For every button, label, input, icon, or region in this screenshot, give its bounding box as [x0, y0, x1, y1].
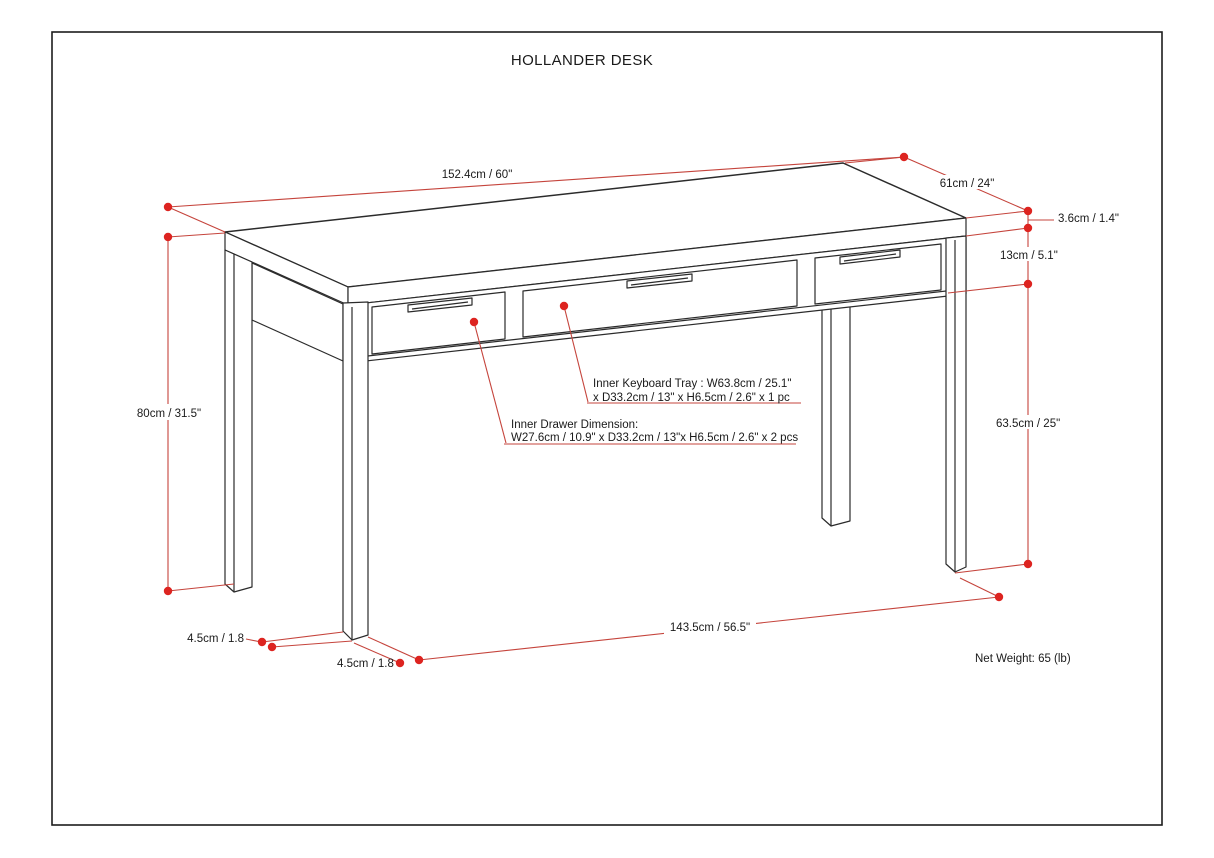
label-overall-height: 80cm / 31.5"	[137, 408, 201, 420]
label-leg-thickness-front: 4.5cm / 1.8	[337, 658, 394, 670]
dimension-dot	[163, 232, 173, 242]
dimension-dot	[1023, 279, 1033, 289]
net-weight-label: Net Weight: 65 (lb)	[975, 653, 1071, 665]
desk-drawing	[224, 162, 967, 641]
dimension-dot	[559, 301, 569, 311]
dimension-dot	[899, 152, 909, 162]
desk-center-drawer	[522, 259, 798, 338]
desk-left-drawer	[371, 291, 506, 355]
annotation-drawer-line1: Inner Drawer Dimension:	[511, 419, 638, 431]
label-apron-height: 13cm / 5.1"	[1000, 250, 1058, 262]
label-leg-thickness-side: 4.5cm / 1.8	[187, 633, 244, 645]
label-top-depth: 61cm / 24"	[940, 178, 995, 190]
dimension-line-top-thickness	[965, 211, 1054, 237]
annotation-keyboard-tray-line2: x D33.2cm / 13" x H6.5cm / 2.6" x 1 pc	[593, 392, 790, 404]
label-leg-span: 143.5cm / 56.5"	[670, 622, 750, 634]
label-top-thickness: 3.6cm / 1.4"	[1058, 213, 1119, 225]
dimension-dot	[267, 642, 277, 652]
label-backgrounds	[133, 165, 1063, 634]
dimension-dot	[163, 202, 173, 212]
label-top-length: 152.4cm / 60"	[442, 169, 513, 181]
dimension-dot	[994, 592, 1004, 602]
dimension-dot	[395, 658, 405, 668]
dimension-dot	[1023, 223, 1033, 233]
dimension-dot	[163, 586, 173, 596]
desk-front-right-leg	[945, 235, 967, 573]
page-border	[51, 31, 1163, 826]
dimension-dot	[1023, 206, 1033, 216]
dimension-dots	[163, 152, 1033, 668]
dimension-dot	[414, 655, 424, 665]
desk-right-drawer	[814, 243, 942, 305]
dimension-dot	[257, 637, 267, 647]
desk-back-left-leg	[224, 249, 253, 593]
annotation-leader-drawer	[473, 321, 796, 445]
desk-back-right-leg	[821, 295, 851, 527]
dimension-line-top-length	[167, 156, 905, 233]
annotation-keyboard-tray-line1: Inner Keyboard Tray : W63.8cm / 25.1"	[593, 378, 791, 390]
label-under-clearance: 63.5cm / 25"	[996, 418, 1060, 430]
dimension-dot	[469, 317, 479, 327]
annotation-drawer-line2: W27.6cm / 10.9" x D33.2cm / 13"x H6.5cm …	[511, 432, 798, 444]
page-title: HOLLANDER DESK	[511, 52, 653, 69]
desk-front-left-leg	[342, 301, 369, 641]
annotation-leader-keyboard-tray	[563, 305, 801, 404]
dimension-dot	[1023, 559, 1033, 569]
